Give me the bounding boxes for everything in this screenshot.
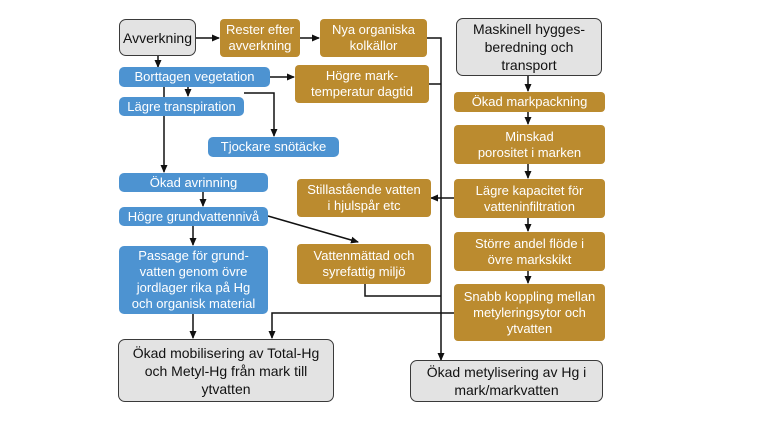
node-okad-markpackning: Ökad markpackning — [454, 92, 605, 112]
node-maskinell: Maskinell hygges- beredning och transpor… — [456, 18, 602, 76]
node-storre-andel: Större andel flöde i övre markskikt — [454, 232, 605, 271]
node-snabb-koppling: Snabb koppling mellan metyleringsytor oc… — [454, 284, 605, 341]
node-passage: Passage för grund- vatten genom övre jor… — [119, 246, 268, 314]
node-rester: Rester efter avverkning — [220, 19, 300, 57]
arrow-kolkallor-metylisering — [427, 37, 445, 361]
node-avverkning: Avverkning — [119, 19, 196, 56]
arrow-snabb-mobilisering — [268, 312, 454, 339]
arrow-transpiration-snotacke — [244, 92, 278, 137]
node-okad-mobilisering: Ökad mobilisering av Total-Hg och Metyl-… — [118, 339, 334, 402]
arrow-grundvatten-vattenmattad — [267, 215, 359, 244]
node-tjockare-snotacke: Tjockare snötäcke — [208, 137, 339, 157]
node-nya-kolkallor: Nya organiska kolkällor — [320, 19, 427, 57]
node-lagre-transpiration: Lägre transpiration — [119, 97, 244, 116]
node-okad-avrinning: Ökad avrinning — [119, 173, 268, 192]
node-lagre-kapacitet: Lägre kapacitet för vatteninfiltration — [454, 179, 605, 218]
node-okad-metylisering: Ökad metylisering av Hg i mark/markvatte… — [410, 360, 603, 402]
node-hogre-marktemp: Högre mark- temperatur dagtid — [295, 65, 429, 103]
node-vattenmattad: Vattenmättad och syrefattig miljö — [297, 244, 431, 284]
node-stillastaende: Stillastående vatten i hjulspår etc — [297, 179, 431, 217]
node-minskad-porositet: Minskad porositet i marken — [454, 125, 605, 164]
line-vattenmattad-main — [364, 284, 441, 297]
node-hogre-grundvatten: Högre grundvattennivå — [119, 207, 268, 226]
node-borttagen: Borttagen vegetation — [119, 67, 270, 87]
